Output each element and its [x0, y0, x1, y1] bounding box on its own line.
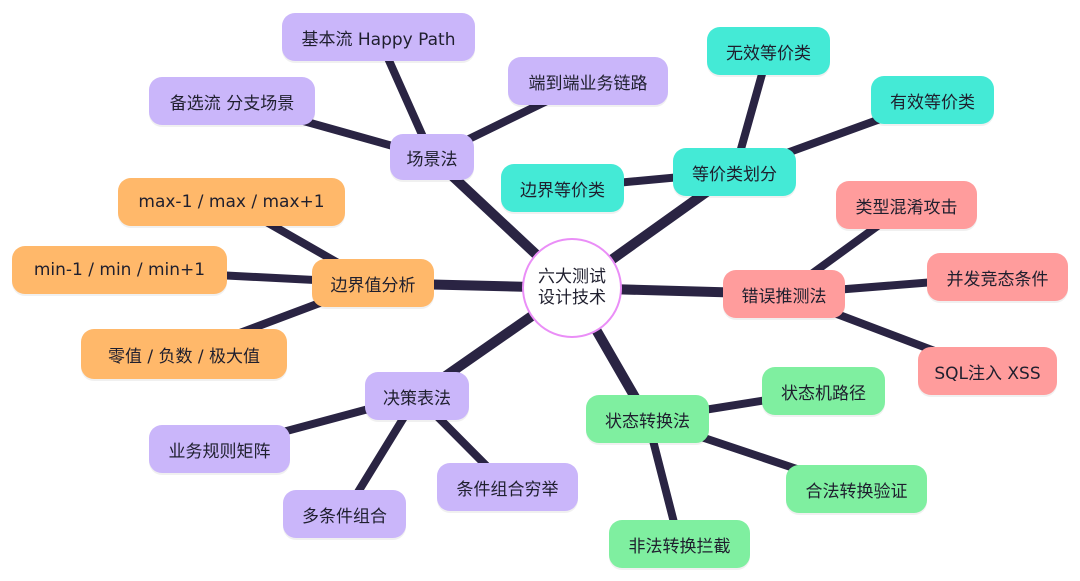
leaf-valid-transition: 合法转换验证	[786, 465, 927, 513]
leaf-invalid-class: 无效等价类	[707, 27, 830, 75]
branch-state-transition: 状态转换法	[586, 395, 709, 443]
branch-equivalence: 等价类划分	[673, 148, 796, 196]
branch-error-guessing: 错误推测法	[723, 270, 845, 318]
leaf-business-rules: 业务规则矩阵	[149, 425, 290, 473]
leaf-happy-path: 基本流 Happy Path	[282, 13, 475, 61]
leaf-race-condition: 并发竞态条件	[927, 253, 1068, 301]
leaf-min-boundary: min-1 / min / min+1	[12, 246, 227, 294]
leaf-exhaustive-combination: 条件组合穷举	[437, 463, 578, 511]
center-title-line1: 六大测试	[538, 267, 606, 287]
branch-decision-table: 决策表法	[365, 372, 469, 420]
branch-boundary-value: 边界值分析	[312, 259, 434, 307]
leaf-boundary-class: 边界等价类	[501, 164, 624, 212]
leaf-max-boundary: max-1 / max / max+1	[118, 178, 345, 226]
leaf-end-to-end: 端到端业务链路	[508, 57, 668, 105]
center-node: 六大测试 设计技术	[522, 238, 622, 338]
leaf-type-confusion: 类型混淆攻击	[836, 181, 977, 229]
branch-scenario: 场景法	[390, 134, 474, 180]
center-title-line2: 设计技术	[538, 288, 606, 308]
leaf-invalid-transition: 非法转换拦截	[609, 520, 750, 568]
leaf-valid-class: 有效等价类	[871, 76, 994, 124]
leaf-sql-injection: SQL注入 XSS	[918, 347, 1057, 395]
leaf-zero-negative-large: 零值 / 负数 / 极大值	[81, 329, 287, 379]
leaf-state-machine-path: 状态机路径	[762, 367, 885, 415]
leaf-multi-condition: 多条件组合	[283, 490, 406, 538]
leaf-alternate-flow: 备选流 分支场景	[149, 77, 315, 125]
